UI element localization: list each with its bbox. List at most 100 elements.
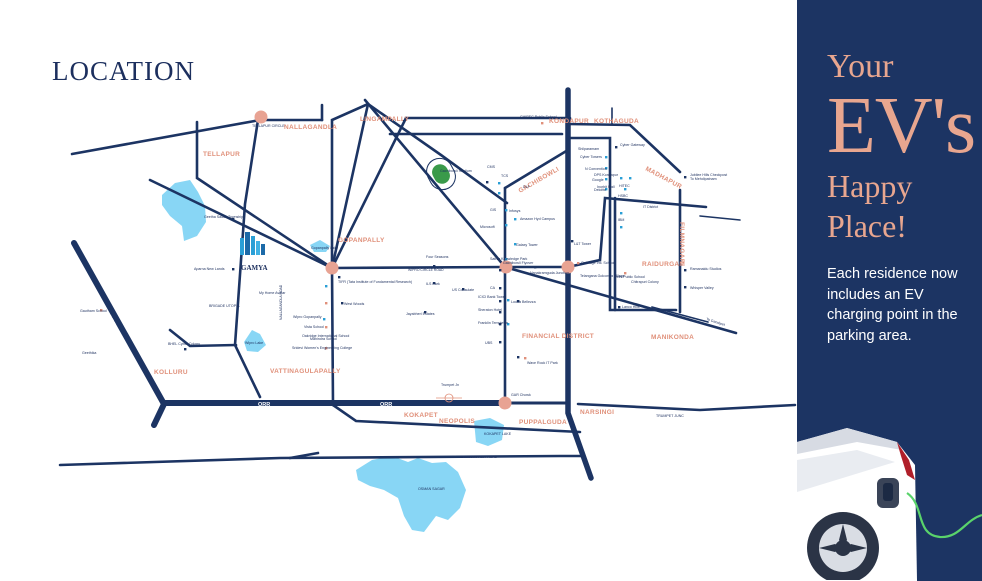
poi-square-icon[interactable] [624,188,627,191]
poi-square-icon[interactable] [629,177,632,180]
poi-square-icon[interactable] [499,323,502,326]
poi-square-icon[interactable] [684,269,687,272]
label-kokapet-lake: KOKAPET LAKE [484,432,512,436]
poi-square-icon[interactable] [424,311,427,314]
zone-neopolis: NEOPOLIS [439,418,475,425]
poi-square-icon[interactable] [486,181,489,184]
label-osman-sagar: OSMAN SAGAR [418,487,445,491]
poi-square-icon[interactable] [341,302,344,305]
label-tifr: TIFR (Tata Institute of Fundamental Rese… [338,280,412,284]
poi-square-icon[interactable] [433,265,436,268]
poi-square-icon[interactable] [577,262,580,265]
poi-square-icon[interactable] [514,218,517,221]
poi-square-icon[interactable] [338,276,341,279]
junction-marker-icon[interactable] [499,260,513,274]
label-icici: ICICI Bank Tower [478,295,507,299]
poi-square-icon[interactable] [517,356,520,359]
label-bhel: BHEL Cyber Colony [168,342,200,346]
poi-square-icon[interactable] [505,224,508,227]
poi-square-icon[interactable] [499,269,502,272]
poi-square-icon[interactable] [232,218,235,221]
label-infosys: Infosys [509,209,521,213]
label-delhi-public: Delhi Public School [614,275,645,279]
poi-square-icon[interactable] [618,306,621,309]
gamya-building-icon[interactable] [240,232,265,255]
wipro-lake-shape [244,330,266,352]
poi-square-icon[interactable] [498,182,501,185]
label-myhome: My Home Avatar [259,291,286,295]
poi-square-icon[interactable] [499,341,502,344]
poi-square-icon[interactable] [514,243,517,246]
junction-marker-icon[interactable] [325,261,339,275]
poi-square-icon[interactable] [499,311,502,314]
poi-square-icon[interactable] [620,226,623,229]
junction-marker-icon[interactable] [254,110,268,124]
poi-square-icon[interactable] [615,146,618,149]
map-canvas: ORR ORR ORR WIPRO CIRCLE ROAD SHANKARPAL… [58,87,797,532]
ev-description: Each residence now includes an EV chargi… [827,266,958,344]
poi-square-icon[interactable] [325,326,328,329]
poi-square-icon[interactable] [620,177,623,180]
poi-square-icon[interactable] [517,300,520,303]
heading-your: Your [827,48,894,85]
poi-square-icon[interactable] [505,258,508,261]
poi-square-icon[interactable] [100,309,103,312]
poi-square-icon[interactable] [620,212,623,215]
label-it-district: IT District [643,205,658,209]
poi-square-icon[interactable] [499,287,502,290]
poi-square-icon[interactable] [323,318,326,321]
zone-kondapur: KONDAPUR [549,118,589,125]
poi-square-icon[interactable] [605,178,608,181]
poi-square-icon[interactable] [403,120,406,123]
zone-puppalguda: PUPPALGUDA [519,419,567,426]
gopanpally-lake-shape [310,240,330,252]
label-sattva: Sattva Knowledge Park [490,257,528,261]
poi-square-icon[interactable] [498,192,501,195]
location-map[interactable]: ORR ORR ORR WIPRO CIRCLE ROAD SHANKARPAL… [0,0,797,581]
label-shilparamam: Shilparamam [578,147,599,151]
poi-square-icon[interactable] [499,300,502,303]
poi-square-icon[interactable] [507,323,510,326]
poi-square-icon[interactable] [684,176,687,179]
label-aparna: Aparna New Lands [194,267,225,271]
heading-place: Place! [827,208,907,244]
poi-square-icon[interactable] [684,286,687,289]
junction-marker-icon[interactable] [561,260,575,274]
page-title: LOCATION [52,56,195,86]
roads [58,87,797,481]
poi-square-icon[interactable] [624,272,627,275]
zone-financial-district: FINANCIAL DISTRICT [522,333,594,340]
place-labels: TELLAPUR CIRCLE Geetha Sadan Township Ap… [80,115,727,491]
poi-square-icon[interactable] [541,122,544,125]
poi-square-icon[interactable] [605,156,608,159]
label-west-woods: West Woods [344,302,364,306]
poi-square-icon[interactable] [462,288,465,291]
poi-square-icon[interactable] [325,347,328,350]
zone-kokapet: KOKAPET [404,412,438,419]
label-gis: GIS [490,208,497,212]
poi-square-icon[interactable] [433,282,436,285]
label-tcs: TCS [501,174,509,178]
poi-square-icon[interactable] [524,357,527,360]
poi-square-icon[interactable] [571,240,574,243]
poi-markers [100,120,687,360]
junction-marker-icon[interactable] [498,396,512,410]
poi-square-icon[interactable] [534,266,537,269]
poi-square-icon[interactable] [232,268,235,271]
poi-square-icon[interactable] [605,188,608,191]
zone-kolluru: KOLLURU [154,369,188,376]
poi-square-icon[interactable] [505,209,508,212]
zone-kothaguda: KOTHAGUDA [594,118,639,125]
label-microsoft: Microsoft [480,225,495,229]
label-hdfc: HSBC [618,194,628,198]
poi-square-icon[interactable] [507,299,510,302]
project-name: GAMYA [241,264,268,272]
label-geetha: Geetha Sadan Township [204,215,243,219]
label-sheraton: Sheraton Hotel [478,308,502,312]
label-four-seasons: Four Seasons [426,255,449,259]
poi-square-icon[interactable] [605,167,608,170]
poi-square-icon[interactable] [184,348,187,351]
zone-filmnagar: FILMNAGAR [678,222,685,264]
poi-square-icon[interactable] [325,285,328,288]
poi-square-icon[interactable] [325,302,328,305]
